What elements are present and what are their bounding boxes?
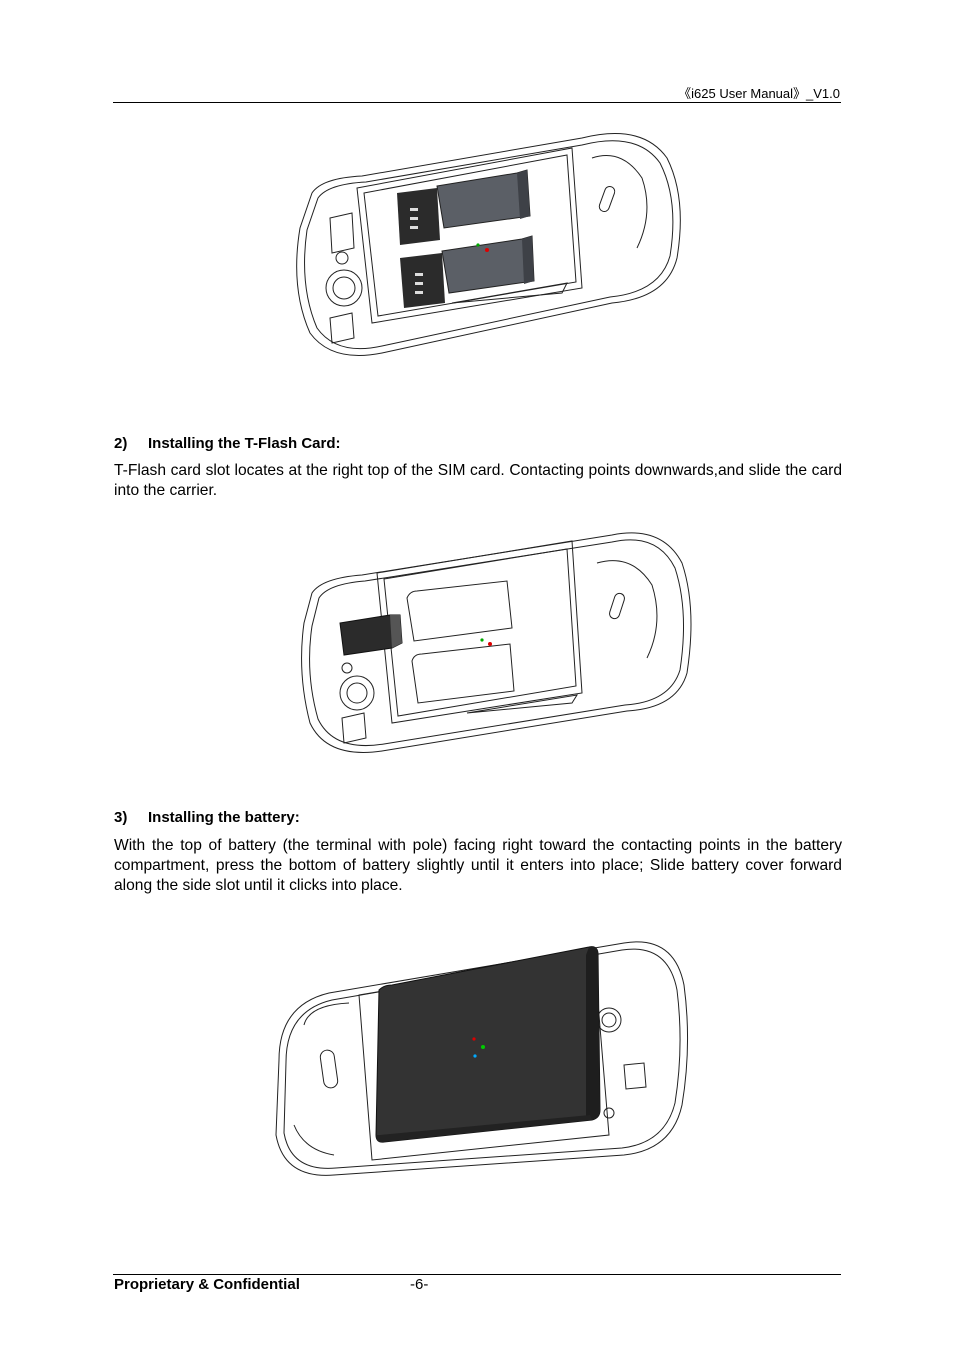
battery-pack [375, 946, 601, 1143]
section-heading-tflash: 2) Installing the T-Flash Card: [114, 435, 341, 452]
footer-confidential: Proprietary & Confidential [114, 1276, 300, 1293]
section-heading-battery: 3) Installing the battery: [114, 809, 300, 826]
tflash-card [339, 614, 403, 656]
section-body-tflash: T-Flash card slot locates at the right t… [114, 462, 842, 499]
section-title: Installing the battery: [148, 809, 300, 826]
tflash-card-drawing [301, 532, 692, 753]
section-title: Installing the T-Flash Card: [148, 435, 341, 452]
sim-slot-bottom [400, 235, 535, 308]
footer-divider [113, 1274, 841, 1275]
page-number: -6- [410, 1276, 429, 1293]
section-number: 3) [114, 809, 128, 826]
battery-drawing [275, 941, 689, 1176]
sim-card-illustration [282, 118, 692, 368]
section-number: 2) [114, 435, 128, 452]
header-divider [113, 102, 841, 103]
tflash-card-illustration [292, 523, 698, 763]
sim-slot-top [397, 169, 531, 245]
battery-illustration [264, 935, 696, 1180]
header-title: 《i625 User Manual》_V1.0 [678, 86, 840, 101]
sim-card-drawing [296, 133, 681, 356]
section-body-battery: With the top of battery (the terminal wi… [114, 837, 842, 894]
